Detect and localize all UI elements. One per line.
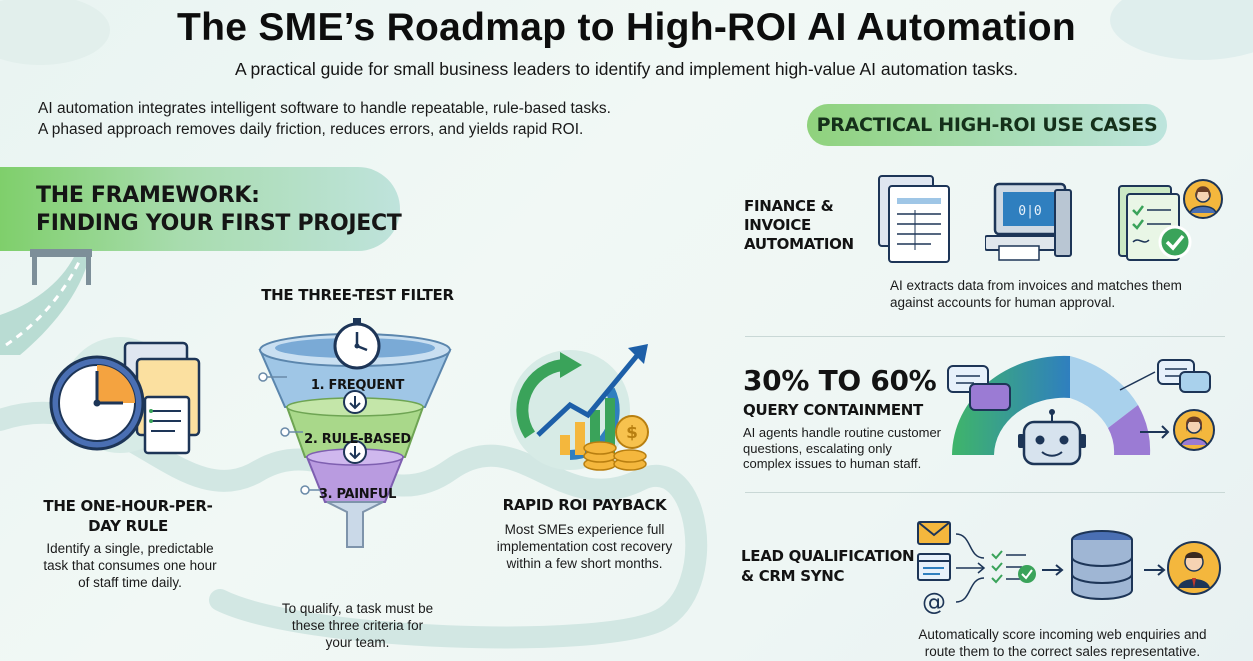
robot-icon bbox=[1018, 409, 1086, 466]
query-stat: 30% TO 60% bbox=[743, 364, 937, 397]
finance-title-line-1: FINANCE & bbox=[744, 197, 834, 215]
stopwatch-icon bbox=[333, 318, 381, 370]
query-text: AI agents handle routine customer questi… bbox=[743, 425, 953, 472]
roi-payback-heading: RAPID ROI PAYBACK bbox=[502, 496, 667, 514]
divider-2 bbox=[745, 492, 1225, 493]
lead-title: LEAD QUALIFICATION & CRM SYNC bbox=[741, 546, 915, 586]
lead-text-line-1: Automatically score incoming web enquiri… bbox=[918, 627, 1207, 642]
intro-line-2: A phased approach removes daily friction… bbox=[38, 121, 584, 138]
framework-title-line-2: FINDING YOUR FIRST PROJECT bbox=[36, 211, 402, 236]
finance-title: FINANCE & INVOICE AUTOMATION bbox=[744, 197, 854, 254]
lead-text: Automatically score incoming web enquiri… bbox=[900, 626, 1225, 660]
three-test-filter-text-line-1: To qualify, a task must be bbox=[281, 601, 434, 616]
roi-payback-text-line-1: Most SMEs experience full bbox=[504, 522, 665, 537]
divider-1 bbox=[745, 336, 1225, 337]
three-test-filter-text-line-2: these three criteria for bbox=[291, 618, 424, 633]
finance-title-line-3: AUTOMATION bbox=[744, 235, 854, 253]
three-test-filter-text-line-3: your team. bbox=[325, 635, 390, 650]
web-form-icon bbox=[917, 553, 951, 581]
user-avatar-icon bbox=[1173, 409, 1215, 451]
query-text-line-1: AI agents handle routine customer bbox=[743, 425, 942, 440]
road-icon bbox=[0, 249, 92, 355]
coins-icon: $ bbox=[583, 415, 649, 471]
query-text-line-2: questions, escalating only bbox=[743, 440, 892, 456]
lead-title-line-2: & CRM SYNC bbox=[741, 567, 845, 585]
finance-text-line-1: AI extracts data from invoices and match… bbox=[890, 278, 1182, 293]
clock-documents-illustration bbox=[49, 337, 201, 455]
one-hour-rule-text-line-3: of staff time daily. bbox=[78, 575, 182, 590]
query-label: QUERY CONTAINMENT bbox=[743, 401, 923, 419]
filter-stage-rule-based: 2. RULE-BASED bbox=[304, 432, 411, 447]
lead-title-line-1: LEAD QUALIFICATION bbox=[741, 547, 915, 565]
chat-bubble-icon bbox=[947, 365, 1011, 411]
filter-stage-painful: 3. PAINFUL bbox=[318, 487, 397, 502]
checklist-icon bbox=[1118, 185, 1192, 261]
finance-text: AI extracts data from invoices and match… bbox=[890, 277, 1230, 311]
roi-payback-text-line-2: implementation cost recovery bbox=[496, 539, 673, 554]
finance-title-line-2: INVOICE bbox=[744, 216, 811, 234]
email-icon bbox=[917, 521, 951, 545]
funnel-icon bbox=[258, 333, 452, 548]
finance-text-line-2: against accounts for human approval. bbox=[890, 295, 1116, 310]
svg-text:0|0: 0|0 bbox=[1018, 204, 1041, 219]
one-hour-rule-text-line-2: task that consumes one hour bbox=[43, 558, 217, 573]
use-cases-pill bbox=[807, 104, 1167, 146]
three-test-filter-heading: THE THREE-TEST FILTER bbox=[261, 286, 454, 304]
use-cases-heading: PRACTICAL HIGH-ROI USE CASES bbox=[816, 114, 1158, 136]
one-hour-rule-text-line-1: Identify a single, predictable bbox=[46, 541, 214, 556]
lead-flow-illustration: @ bbox=[917, 521, 1221, 616]
one-hour-rule-heading-line-2: DAY RULE bbox=[88, 517, 168, 535]
filter-stage-frequent: 1. FREQUENT bbox=[310, 378, 405, 393]
invoice-icon bbox=[878, 175, 950, 263]
one-hour-rule-heading: THE ONE-HOUR-PER- DAY RULE bbox=[38, 496, 218, 536]
one-hour-rule-text: Identify a single, predictable task that… bbox=[30, 540, 230, 591]
page-subtitle: A practical guide for small business lea… bbox=[234, 59, 1019, 79]
roi-chart-icon bbox=[510, 344, 648, 470]
svg-text:$: $ bbox=[626, 423, 638, 443]
roi-payback-text: Most SMEs experience full implementation… bbox=[482, 521, 687, 572]
checklist-icon bbox=[991, 550, 1036, 584]
framework-banner bbox=[0, 167, 400, 251]
user-avatar-icon bbox=[1183, 179, 1223, 219]
query-text-line-3: complex issues to human staff. bbox=[743, 456, 922, 471]
at-sign-icon: @ bbox=[922, 588, 946, 616]
intro-line-1: AI automation integrates intelligent sof… bbox=[38, 100, 611, 117]
framework-title: THE FRAMEWORK: FINDING YOUR FIRST PROJEC… bbox=[36, 182, 402, 238]
one-hour-rule-heading-line-1: THE ONE-HOUR-PER- bbox=[43, 497, 213, 515]
computer-icon: 0|0 bbox=[985, 182, 1072, 261]
clock-icon bbox=[49, 355, 145, 451]
query-gauge-illustration bbox=[947, 355, 1215, 466]
database-icon bbox=[1071, 530, 1133, 600]
roi-payback-text-line-3: within a few short months. bbox=[506, 556, 663, 571]
user-avatar-icon bbox=[1167, 541, 1221, 595]
page-title: The SME’s Roadmap to High-ROI AI Automat… bbox=[176, 6, 1077, 49]
lead-text-line-2: route them to the correct sales represen… bbox=[924, 644, 1201, 659]
intro-text: AI automation integrates intelligent sof… bbox=[38, 98, 718, 140]
three-test-filter-text: To qualify, a task must be these three c… bbox=[255, 600, 460, 651]
framework-title-line-1: THE FRAMEWORK: bbox=[36, 183, 260, 208]
